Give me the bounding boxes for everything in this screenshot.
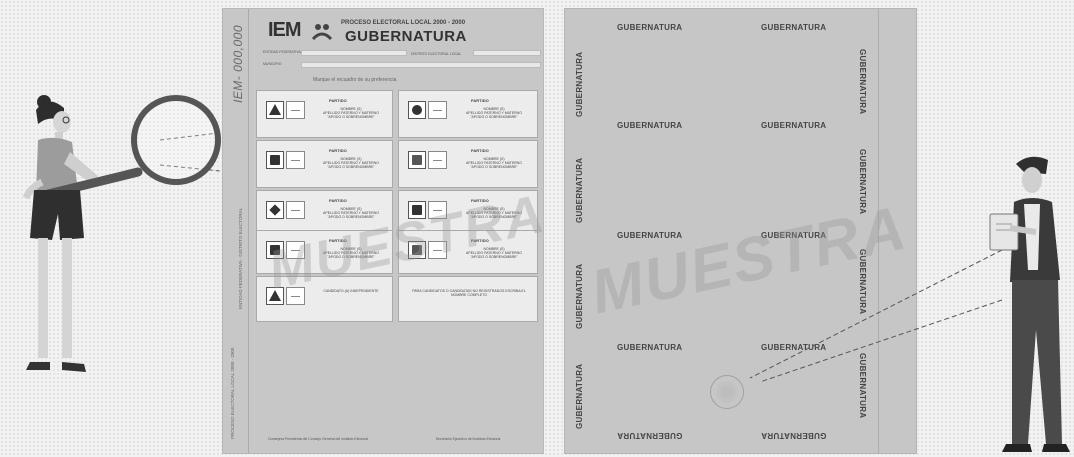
party-name: PARTIDO <box>329 238 347 243</box>
strip-text-process: PROCESO ELECTORAL LOCAL 2000 - 2000 <box>230 347 235 439</box>
back-label-vertical: GUBERNATURA <box>575 157 584 223</box>
back-label: GUBERNATURA <box>617 121 683 130</box>
party-abbrev-box <box>286 287 305 305</box>
candidate-name: NOMBRE (S) APELLIDO PATERNO Y MATERNO "A… <box>323 157 379 170</box>
man-with-clipboard-illustration <box>749 156 1070 452</box>
party-name: PARTIDO <box>471 238 489 243</box>
iem-emblem-icon <box>311 24 333 41</box>
square-icon <box>412 245 422 255</box>
back-label: GUBERNATURA <box>617 343 683 352</box>
back-label-vertical: GUBERNATURA <box>858 49 867 115</box>
back-label: GUBERNATURA <box>761 343 827 352</box>
candidate-card[interactable]: PARTIDO NOMBRE (S) APELLIDO PATERNO Y MA… <box>256 230 393 274</box>
square-icon <box>412 155 422 165</box>
party-emblem-box <box>266 201 284 219</box>
party-emblem-box <box>408 201 426 219</box>
distrito-label: DISTRITO ELECTORAL LOCAL <box>411 52 462 56</box>
candidate-name: NOMBRE (S) APELLIDO PATERNO Y MATERNO "A… <box>323 107 379 120</box>
circle-icon <box>412 105 422 115</box>
back-label-vertical: GUBERNATURA <box>575 51 584 117</box>
party-abbrev-box <box>286 201 305 219</box>
party-name: PARTIDO <box>471 148 489 153</box>
candidate-name: NOMBRE (S) APELLIDO PATERNO Y MATERNO "A… <box>466 207 522 220</box>
party-emblem-box <box>266 101 284 119</box>
candidate-name: NOMBRE (S) APELLIDO PATERNO Y MATERNO "A… <box>466 157 522 170</box>
party-abbrev-box <box>428 241 447 259</box>
party-emblem-box <box>266 151 284 169</box>
entidad-label: ENTIDAD FEDERATIVA <box>263 50 301 54</box>
back-label: GUBERNATURA <box>761 121 827 130</box>
party-name: PARTIDO <box>329 148 347 153</box>
party-abbrev-box <box>286 101 305 119</box>
municipio-field <box>301 62 541 68</box>
back-label: GUBERNATURA <box>761 23 827 32</box>
party-name: PARTIDO <box>329 198 347 203</box>
party-abbrev-box <box>286 241 305 259</box>
candidate-card[interactable]: PARTIDO NOMBRE (S) APELLIDO PATERNO Y MA… <box>398 230 538 274</box>
distrito-field <box>473 50 541 56</box>
candidate-name: NOMBRE (S) APELLIDO PATERNO Y MATERNO "A… <box>323 207 379 220</box>
magnifying-glass-icon <box>131 95 221 185</box>
woman-with-magnifier-illustration <box>22 95 230 372</box>
signature-right: Secretario Ejecutivo del Instituto Elect… <box>435 437 501 441</box>
independent-candidate-card[interactable]: CANDIDATO (A) INDEPENDIENTE <box>256 276 393 322</box>
candidate-name: NOMBRE (S) APELLIDO PATERNO Y MATERNO "A… <box>466 247 522 260</box>
ballot-back: GUBERNATURA GUBERNATURA GUBERNATURA GUBE… <box>564 8 917 454</box>
iem-logo: IEM <box>268 19 302 41</box>
back-label: GUBERNATURA <box>761 231 827 240</box>
back-label-vertical: GUBERNATURA <box>575 263 584 329</box>
ballot-front: IEM- 000,000 PROCESO ELECTORAL LOCAL 200… <box>222 8 544 454</box>
municipio-label: MUNICIPIO <box>263 62 282 66</box>
write-in-label: PARA CANDIDATOS O CANDIDATAS NO REGISTRA… <box>412 289 526 298</box>
party-abbrev-box <box>428 101 447 119</box>
party-name: PARTIDO <box>329 98 347 103</box>
candidate-card[interactable]: PARTIDO NOMBRE (S) APELLIDO PATERNO Y MA… <box>256 90 393 138</box>
diamond-icon <box>269 204 281 216</box>
fold-line <box>878 9 879 453</box>
square-icon <box>270 155 280 165</box>
party-emblem-box <box>266 287 284 305</box>
ballot-title: GUBERNATURA <box>345 28 467 45</box>
party-abbrev-box <box>428 201 447 219</box>
party-abbrev-box <box>428 151 447 169</box>
party-emblem-box <box>408 101 426 119</box>
candidate-card[interactable]: PARTIDO NOMBRE (S) APELLIDO PATERNO Y MA… <box>398 140 538 188</box>
national-seal-icon <box>710 375 744 409</box>
party-abbrev-box <box>286 151 305 169</box>
signature-left: Consejera Presidenta del Consejo General… <box>268 437 369 441</box>
folio-number: IEM- 000,000 <box>231 24 245 104</box>
candidate-card[interactable]: PARTIDO NOMBRE (S) APELLIDO PATERNO Y MA… <box>398 90 538 138</box>
write-in-card[interactable]: PARA CANDIDATOS O CANDIDATAS NO REGISTRA… <box>398 276 538 322</box>
entidad-field <box>301 50 407 56</box>
candidate-card[interactable]: PARTIDO NOMBRE (S) APELLIDO PATERNO Y MA… <box>256 140 393 188</box>
candidate-name: NOMBRE (S) APELLIDO PATERNO Y MATERNO "A… <box>466 107 522 120</box>
strip-text-entity: ENTIDAD FEDERATIVA · DISTRITO ELECTORAL <box>238 207 243 309</box>
back-label-inverted: GUBERNATURA <box>617 431 683 440</box>
party-emblem-box <box>408 241 426 259</box>
back-label: GUBERNATURA <box>617 23 683 32</box>
ballot-folio-strip: IEM- 000,000 PROCESO ELECTORAL LOCAL 200… <box>223 9 249 453</box>
ballot-instruction: Marque el recuadro de su preferencia <box>313 77 397 83</box>
triangle-icon <box>269 290 281 301</box>
back-label: GUBERNATURA <box>617 231 683 240</box>
square-icon <box>412 205 422 215</box>
independent-label: CANDIDATO (A) INDEPENDIENTE <box>323 289 379 293</box>
square-icon <box>270 245 280 255</box>
back-label-vertical: GUBERNATURA <box>575 363 584 429</box>
party-emblem-box <box>266 241 284 259</box>
triangle-icon <box>269 104 281 115</box>
candidate-name: NOMBRE (S) APELLIDO PATERNO Y MATERNO "A… <box>323 247 379 260</box>
party-name: PARTIDO <box>471 198 489 203</box>
party-name: PARTIDO <box>471 98 489 103</box>
party-emblem-box <box>408 151 426 169</box>
electoral-process-label: PROCESO ELECTORAL LOCAL 2000 - 2000 <box>341 20 466 26</box>
